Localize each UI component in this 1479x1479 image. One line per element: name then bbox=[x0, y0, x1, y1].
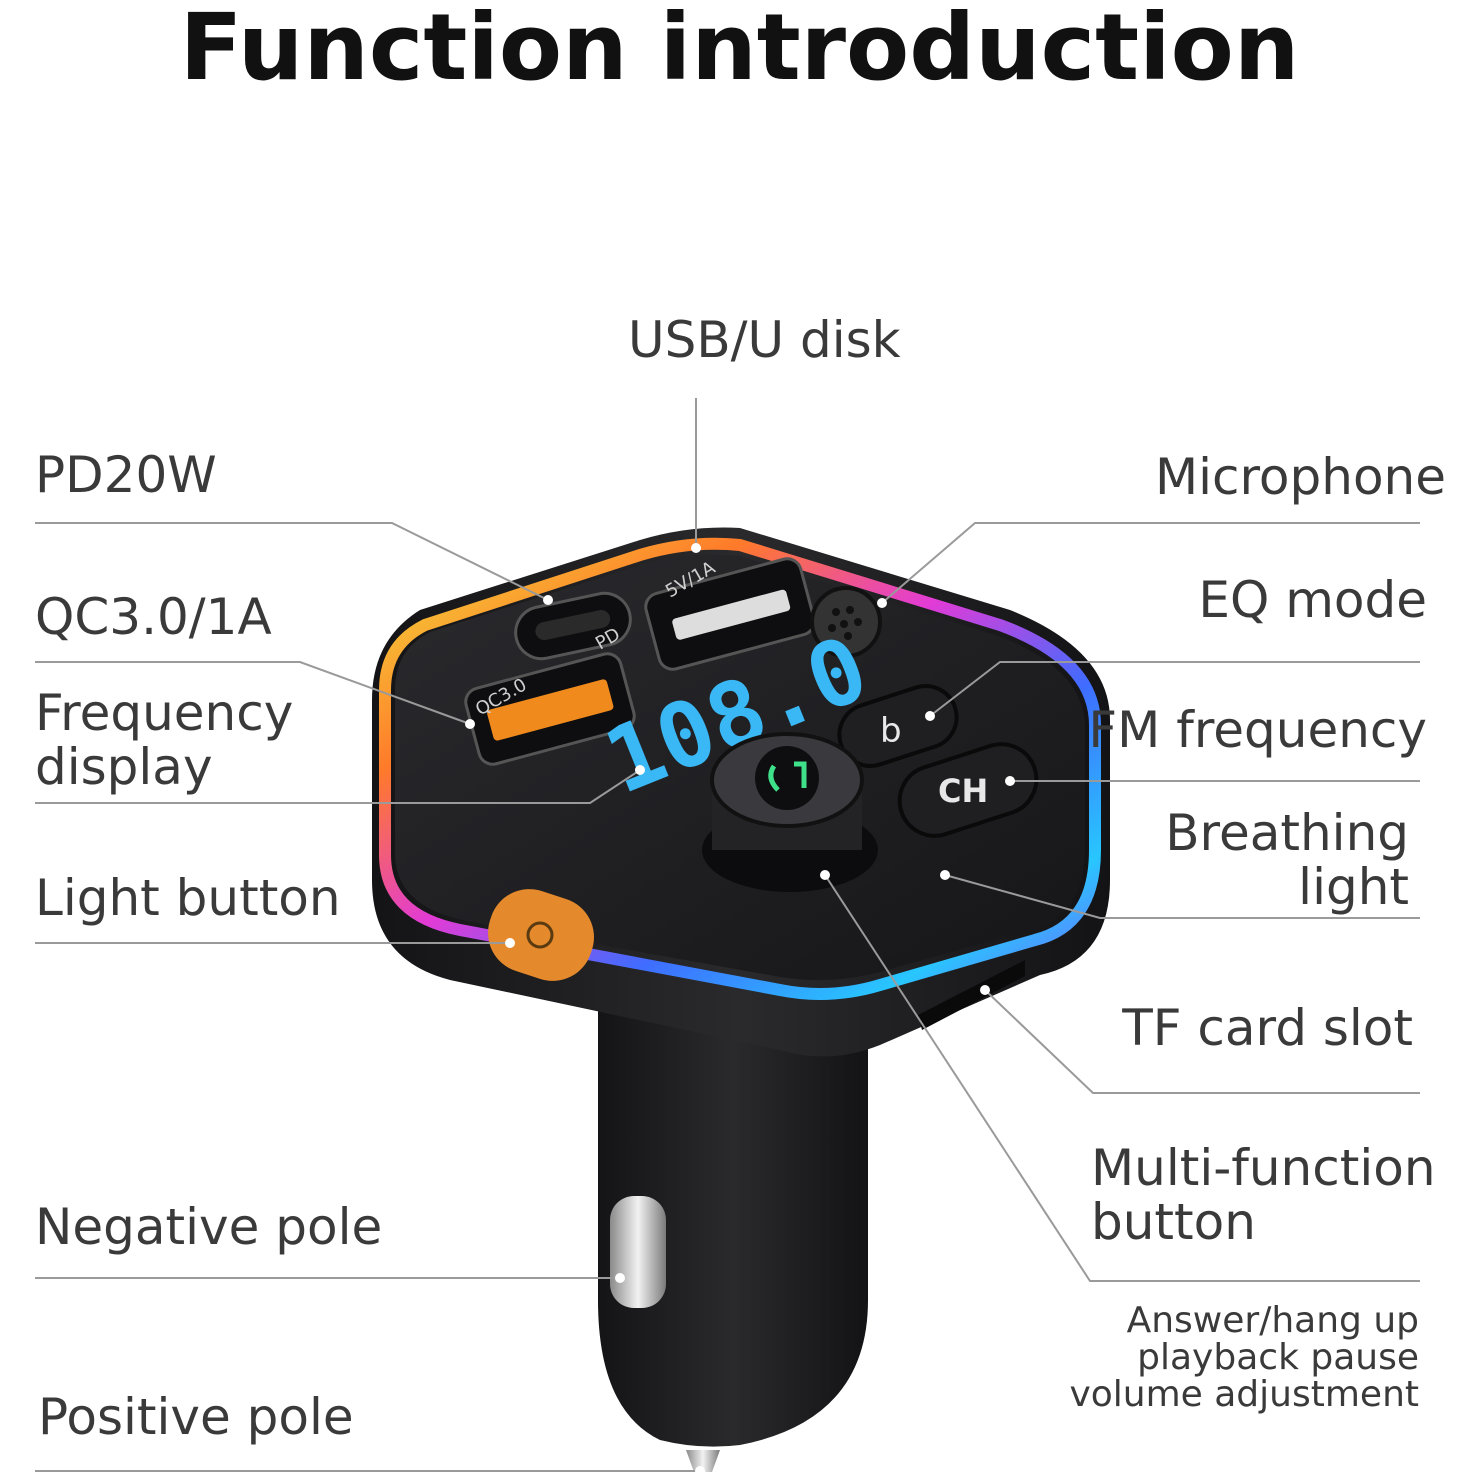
phone-icon bbox=[768, 764, 780, 792]
label-negative-pole: Negative pole bbox=[35, 1198, 383, 1256]
tf-card-slot bbox=[918, 960, 1025, 1030]
label-breathing-light: Breathing light bbox=[1165, 806, 1409, 914]
negative-pole-contact bbox=[610, 1196, 666, 1308]
label-multi-function-line2: button bbox=[1091, 1193, 1256, 1251]
leader-multi-function bbox=[824, 874, 1420, 1282]
label-tf-card-slot: TF card slot bbox=[1122, 999, 1413, 1057]
leader-dots bbox=[465, 543, 1015, 1476]
label-frequency-display-line1: Frequency bbox=[35, 684, 294, 742]
usb-port: 5V/1A bbox=[644, 557, 816, 671]
positive-pole-tip bbox=[686, 1450, 720, 1472]
car-plug-barrel bbox=[598, 1010, 868, 1472]
leader-breathing-light bbox=[944, 874, 1420, 919]
music-note-icon bbox=[794, 761, 807, 788]
label-microphone: Microphone bbox=[1154, 448, 1446, 506]
microphone-grille bbox=[810, 586, 882, 658]
label-breathing-light-line1: Breathing bbox=[1165, 804, 1409, 862]
leader-pd20w bbox=[35, 522, 549, 601]
ch-button-label: CH bbox=[938, 772, 988, 810]
bulb-icon bbox=[526, 921, 554, 949]
qc-port: QC3.0 bbox=[464, 652, 636, 766]
label-positive-pole: Positive pole bbox=[38, 1388, 354, 1446]
label-qc30: QC3.0/1A bbox=[35, 588, 272, 646]
label-frequency-display: Frequency display bbox=[35, 686, 293, 794]
label-light-button: Light button bbox=[35, 869, 341, 927]
label-breathing-light-line2: light bbox=[1298, 858, 1409, 916]
label-answer-line1: Answer/hang up bbox=[1126, 1300, 1419, 1341]
eq-mode-button[interactable]: b bbox=[831, 678, 964, 774]
eq-button-label: b bbox=[880, 711, 902, 751]
ch-button[interactable]: CH bbox=[891, 735, 1046, 845]
page-title: Function introduction bbox=[179, 0, 1300, 101]
label-multi-function-button: Multi-function button bbox=[1091, 1141, 1436, 1249]
label-answer-line3: volume adjustment bbox=[1069, 1374, 1419, 1415]
leader-eq-mode bbox=[929, 661, 1420, 717]
label-usb-u-disk: USB/U disk bbox=[628, 311, 901, 369]
label-answer-functions: Answer/hang up playback pause volume adj… bbox=[1069, 1302, 1419, 1413]
multi-function-knob[interactable] bbox=[702, 732, 878, 892]
label-frequency-display-line2: display bbox=[35, 738, 213, 796]
light-button[interactable] bbox=[478, 879, 605, 992]
label-answer-line2: playback pause bbox=[1137, 1337, 1419, 1378]
leader-frequency-display bbox=[35, 769, 641, 804]
label-eq-mode: EQ mode bbox=[1198, 571, 1427, 629]
leader-microphone bbox=[881, 522, 1420, 604]
label-pd20w: PD20W bbox=[35, 446, 217, 504]
label-fm-frequency: FM frequency bbox=[1088, 701, 1427, 759]
label-multi-function-line1: Multi-function bbox=[1091, 1139, 1436, 1197]
leader-lines bbox=[35, 398, 1420, 1472]
leader-tf-card bbox=[984, 989, 1420, 1094]
leader-qc30 bbox=[35, 661, 471, 725]
